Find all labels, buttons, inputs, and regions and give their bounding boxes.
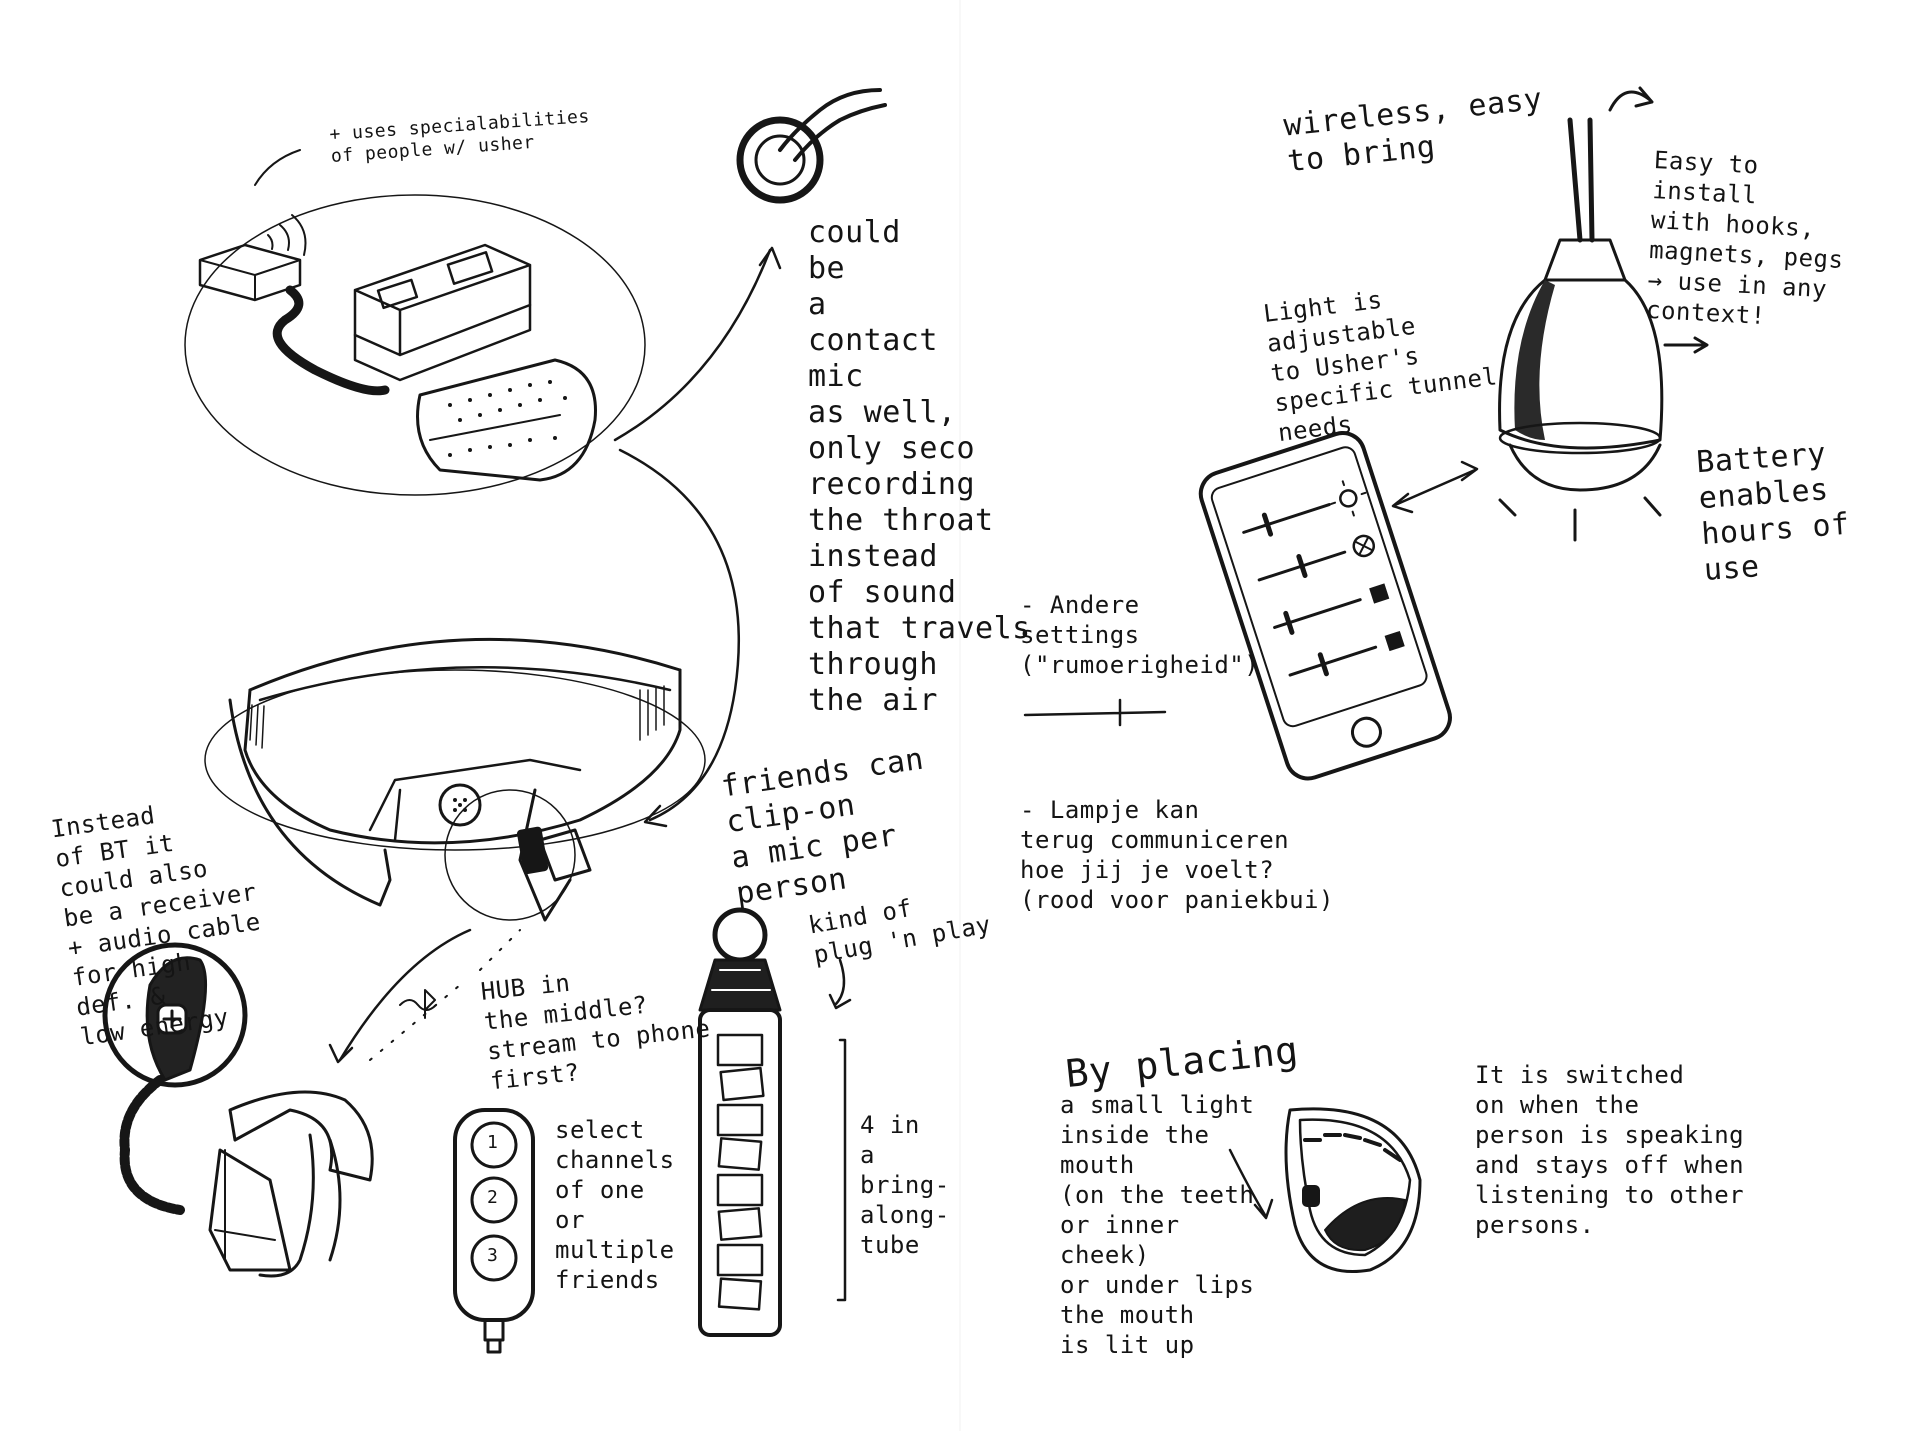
note-arrow: [254, 149, 301, 186]
transmitter-box: [198, 243, 302, 302]
rotate-arrow: [1608, 86, 1654, 112]
pendant-lamp-sketch: [1498, 86, 1709, 542]
contact-mic-sketch: [736, 88, 887, 204]
arrow-to-hearing-aid: [338, 928, 472, 1062]
mic-device-sketch: [184, 149, 646, 496]
bring-along-tube-note: 4 in a bring- along- tube: [860, 1111, 950, 1259]
channel-remote-sketch: [453, 1108, 535, 1354]
mouth-outline: [1284, 1107, 1422, 1273]
bt-dotted-line: [369, 929, 521, 1061]
phone-home-button[interactable]: [1349, 715, 1384, 750]
select-channels-note: select channels of one or multiple frien…: [555, 1116, 675, 1294]
teeth: [1303, 1133, 1402, 1162]
receiver-note: Instead of BT it could also be a receive…: [49, 801, 263, 1052]
light-rays: [1498, 496, 1662, 542]
people-icon: [1369, 583, 1390, 604]
plug-arrow: [828, 958, 852, 1010]
implant-cable: [119, 1075, 185, 1215]
remote-button-3-label: 3: [487, 1245, 499, 1266]
andere-settings-note: - Andere settings ("rumoerigheid"): [1020, 591, 1260, 679]
clip-mic-zoom-circle: [444, 789, 576, 921]
switched-on-note: It is switched on when the person is spe…: [1475, 1061, 1745, 1239]
mouth-light: [1302, 1185, 1320, 1207]
remote-button-1[interactable]: [470, 1121, 518, 1169]
bring-along-tube-sketch: [698, 907, 852, 1337]
group-icon: [1384, 630, 1405, 652]
remote-button-3[interactable]: [470, 1234, 518, 1282]
phone-body: [1198, 431, 1452, 781]
hub-note: HUB in the middle? stream to phone first…: [479, 968, 712, 1096]
by-placing-note: a small light inside the mouth (on the t…: [1060, 1091, 1255, 1359]
friends-clip-note: friends can clip-on a mic per person: [718, 741, 927, 912]
lit-mouth-sketch: [1228, 1107, 1422, 1273]
volume-off-icon: [1352, 534, 1376, 558]
mic-capsule: [416, 358, 597, 482]
clip-mic: [538, 828, 592, 882]
collar-flap-left: [228, 698, 392, 907]
device-cable: [272, 285, 390, 396]
arrow-to-contact-mic: [613, 248, 772, 442]
remote-button-1-label: 1: [487, 1132, 499, 1153]
easy-install-note: Easy to install with hooks, magnets, peg…: [1645, 146, 1845, 331]
remote-body: [453, 1108, 535, 1322]
arrow-to-collar: [618, 448, 740, 822]
behind-ear-processor: [228, 1090, 374, 1182]
lamp-bulb: [1508, 443, 1662, 492]
collar-top-rim: [248, 637, 682, 692]
lamp-cord: [1567, 117, 1595, 243]
contact-mic-note: could be a contact mic as well, only sec…: [808, 215, 1031, 718]
tube-body: [698, 1008, 782, 1337]
battery-note: Battery enables hours of use: [1695, 436, 1851, 589]
stacked-box-bottom: [353, 303, 532, 382]
lampje-note: - Lampje kan terug communiceren hoe jij …: [1020, 796, 1334, 914]
bluetooth-icon: [399, 989, 437, 1019]
implant-coil: [102, 942, 248, 1088]
contact-mic-cable: [778, 88, 887, 162]
phone-lamp-double-arrow: [1393, 468, 1477, 507]
tongue: [1324, 1197, 1406, 1252]
sun-icon: [1339, 489, 1358, 508]
neck-collar-sketch: [204, 637, 706, 922]
phone-app-sketch: [1198, 431, 1452, 781]
cochlear-implant-sketch: [102, 942, 374, 1278]
mouth-arrow: [1228, 1148, 1274, 1220]
wireless-signal-icon: [267, 214, 307, 256]
remote-button-2[interactable]: [470, 1176, 518, 1224]
rumoerigheid-slider: [1023, 698, 1167, 727]
contact-mic-ring: [736, 116, 824, 204]
collar-button: [438, 783, 482, 827]
ear-outline: [258, 1133, 315, 1278]
adjustable-light-note: Light is adjustable to Usher's specific …: [1261, 285, 1499, 448]
tube-ring: [712, 907, 768, 963]
collar-band: [243, 668, 682, 845]
tube-cap: [698, 958, 782, 1012]
device-circle: [184, 194, 646, 496]
phone-sliders[interactable]: [1255, 509, 1336, 680]
lamp-shade: [1498, 278, 1664, 450]
remote-button-2-label: 2: [487, 1187, 499, 1208]
